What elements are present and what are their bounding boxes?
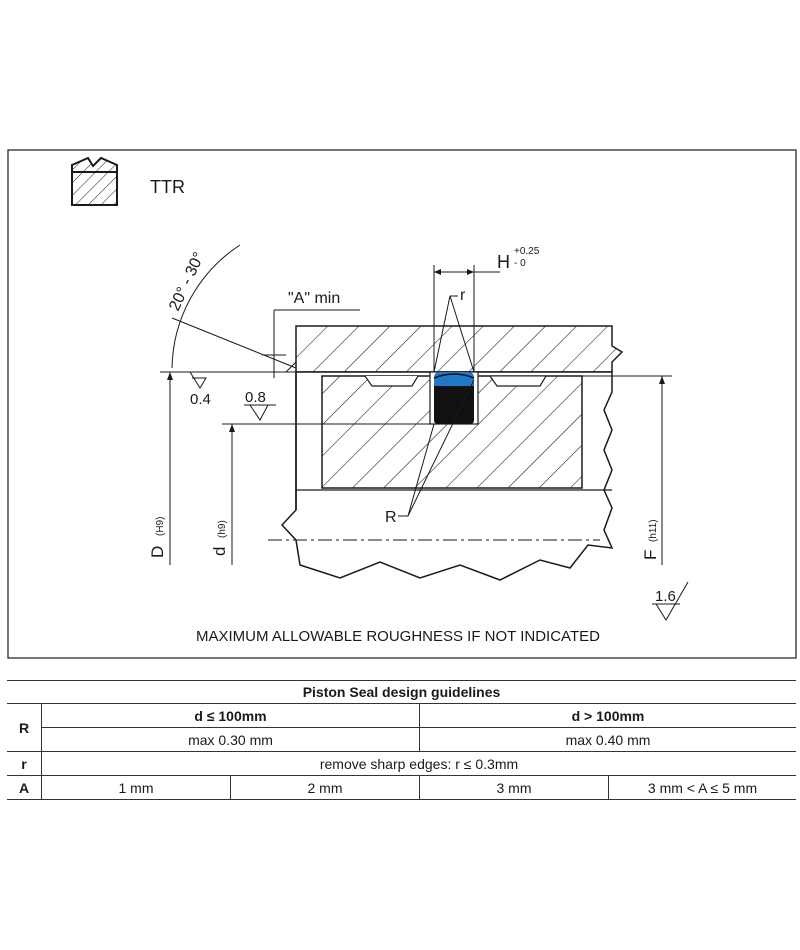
h-label: H (497, 252, 510, 272)
r-leader-left (433, 295, 451, 373)
ttr-label: TTR (150, 177, 185, 197)
F-arrow (659, 376, 665, 384)
A-value-4: 3 mm < A ≤ 5 mm (608, 775, 796, 800)
small-groove-right (489, 375, 547, 387)
R-col2-value: max 0.40 mm (419, 727, 796, 752)
seal-profile (433, 372, 475, 424)
r-big-label: R (385, 509, 397, 526)
F-label: F (641, 550, 660, 560)
small-groove-left (364, 375, 419, 387)
table-title: Piston Seal design guidelines (7, 680, 796, 704)
row-r-key: r (7, 751, 42, 776)
h-tol-upper: +0.25 (514, 246, 540, 257)
h-arrow-left (434, 269, 441, 275)
d-tol: (h9) (217, 520, 228, 538)
R-leader-a (407, 423, 435, 517)
piston-seal-drawing: TTR 20° - 30° "A" min H +0.25 - 0 r R (7, 149, 797, 659)
R-col1-value: max 0.30 mm (41, 727, 420, 752)
D-tol: (H9) (155, 517, 166, 536)
roughness-04: 0.4 (190, 391, 211, 408)
r-value: remove sharp edges: r ≤ 0.3mm (41, 751, 796, 776)
h-arrow-right (467, 269, 474, 275)
cylinder-bore-body (295, 325, 624, 373)
d-arrow (229, 424, 235, 432)
D-arrow (167, 372, 173, 380)
drawing-frame (7, 149, 797, 659)
roughness-footnote: MAXIMUM ALLOWABLE ROUGHNESS IF NOT INDIC… (196, 628, 600, 645)
r-leader-right (449, 295, 475, 373)
d-label: d (210, 547, 229, 556)
bore-chamfer (285, 361, 297, 373)
roughness-08: 0.8 (245, 389, 266, 406)
chamfer-extension-line (171, 317, 297, 369)
row-R-key: R (7, 703, 42, 752)
r-small-label: r (460, 287, 466, 304)
roughness-16: 1.6 (655, 588, 676, 605)
ttr-profile-icon (71, 156, 118, 206)
design-guidelines-table: Piston Seal design guidelines R d ≤ 100m… (7, 680, 796, 800)
a-min-label: "A" min (288, 290, 340, 307)
roughness-16-symbol (652, 581, 689, 621)
roughness-04-symbol (189, 371, 207, 389)
R-col1-header: d ≤ 100mm (41, 703, 420, 728)
A-value-3: 3 mm (419, 775, 609, 800)
row-A-key: A (7, 775, 42, 800)
D-label: D (148, 546, 167, 558)
A-value-2: 2 mm (230, 775, 420, 800)
R-col2-header: d > 100mm (419, 703, 796, 728)
F-tol: (h11) (648, 519, 659, 542)
h-tol-lower: - 0 (514, 258, 526, 269)
R-leader-b (407, 379, 475, 517)
A-value-1: 1 mm (41, 775, 231, 800)
roughness-08-symbol (244, 404, 276, 421)
angle-arc (171, 244, 241, 369)
